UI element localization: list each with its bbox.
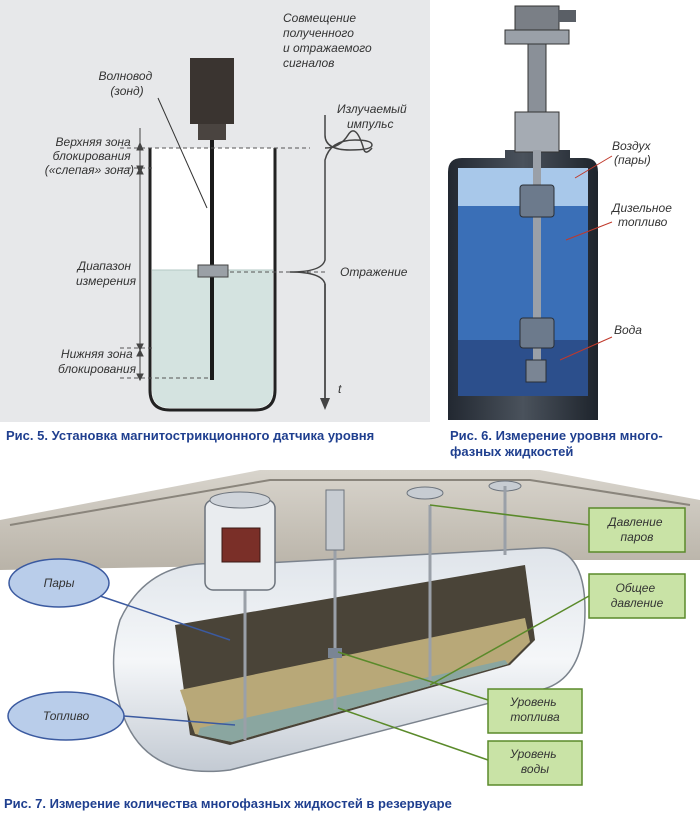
fig7-probes	[243, 505, 432, 740]
fig7-vapor-pressure-box: Давление паров	[588, 507, 686, 553]
fig6-water	[458, 340, 588, 396]
fig5-caption: Рис. 5. Установка магнитострикционного д…	[6, 428, 374, 443]
fig6-sensor-head	[514, 5, 560, 33]
fig6-sensor-body	[504, 29, 570, 45]
fig7-water-level-box: Уровень воды	[487, 740, 583, 786]
fig5-reflection-label: Отражение	[340, 265, 408, 279]
fig5-emitted-pulse	[324, 130, 373, 153]
svg-text:Пары: Пары	[44, 576, 75, 590]
svg-text:Уровень воды: Уровень воды	[509, 747, 560, 776]
fig5-signal-trace	[289, 115, 373, 398]
svg-text:Давление паров: Давление паров	[606, 515, 666, 544]
fig5-time-label: t	[338, 382, 342, 396]
fig7-water-level-leader	[337, 707, 489, 761]
fig6-caption: Рис. 6. Измерение уровня много- фазных ж…	[450, 428, 666, 459]
fig6-diesel-label: Дизельное топливо	[610, 201, 675, 229]
fig5-lower-zone-label: Нижняя зона блокирования	[58, 347, 137, 376]
fig5-emitted-label: Излучаемый импульс	[337, 102, 410, 131]
fig5-sensor-head	[190, 58, 234, 124]
fig7-manhole-cap	[209, 491, 271, 509]
fig5-float	[197, 264, 229, 278]
fig5-combine-label: Совмещение полученного и отражаемого сиг…	[283, 11, 375, 70]
fig5-waveguide-pointer	[157, 97, 208, 209]
fig6-probe-tip	[525, 359, 547, 383]
fig6-float-diesel	[519, 184, 555, 218]
fig7-caption: Рис. 7. Измерение количества многофазных…	[4, 796, 452, 811]
fig5-upper-zone-label: Верхняя зона блокирования («слепая» зона…	[45, 135, 134, 177]
fig6-flange	[514, 111, 560, 153]
fig6-probe	[533, 150, 541, 380]
fig7-fuel-leader	[123, 715, 236, 726]
fig5-zone-lines	[120, 147, 325, 379]
fig7-device	[221, 527, 261, 563]
fig7-riser-2	[406, 486, 444, 500]
fig5-time-arrow	[320, 398, 330, 410]
figure-6: Воздух (пары) Дизельное топливо Вода	[446, 0, 700, 420]
fig7-fuel	[180, 618, 530, 742]
fig6-float-water	[519, 317, 555, 349]
fig6-shaft	[527, 43, 547, 115]
fig5-range-label: Диапазон измерения	[76, 259, 137, 288]
fig7-total-pressure-leader	[429, 595, 590, 686]
svg-text:Уровень топлива: Уровень топлива	[509, 695, 560, 724]
fig7-fuel-bubble: Топливо	[7, 691, 125, 741]
fig7-total-pressure-box: Общее давление	[588, 573, 686, 619]
svg-text:Общее давление: Общее давление	[611, 581, 664, 610]
fig6-water-label: Вода	[614, 323, 642, 337]
svg-text:Топливо: Топливо	[43, 709, 90, 723]
fig5-sensor-neck	[198, 124, 226, 140]
fig7-fuel-level-box: Уровень топлива	[487, 688, 583, 734]
fig5-waveguide-label: Волновод (зонд)	[98, 69, 155, 98]
fig7-riser-1	[325, 489, 345, 551]
fig7-vapor-pressure-leader	[429, 504, 590, 526]
fig6-leaders	[559, 155, 613, 361]
fig5-dimensions	[136, 128, 144, 382]
fig7-fuel-level-leader	[337, 651, 489, 701]
fig7-vapor-leader	[99, 595, 231, 641]
fig6-connector	[558, 10, 576, 22]
figure-7: Пары Топливо Давление паров Общее давлен…	[0, 470, 700, 786]
fig7-probe-float	[328, 648, 342, 658]
fig7-ground	[0, 470, 700, 570]
fig6-air-label: Воздух (пары)	[612, 139, 654, 167]
figure-5: Волновод (зонд) Совмещение полученного и…	[0, 0, 430, 422]
fig7-slab	[9, 479, 691, 526]
fig7-vapor-bubble: Пары	[8, 558, 110, 608]
